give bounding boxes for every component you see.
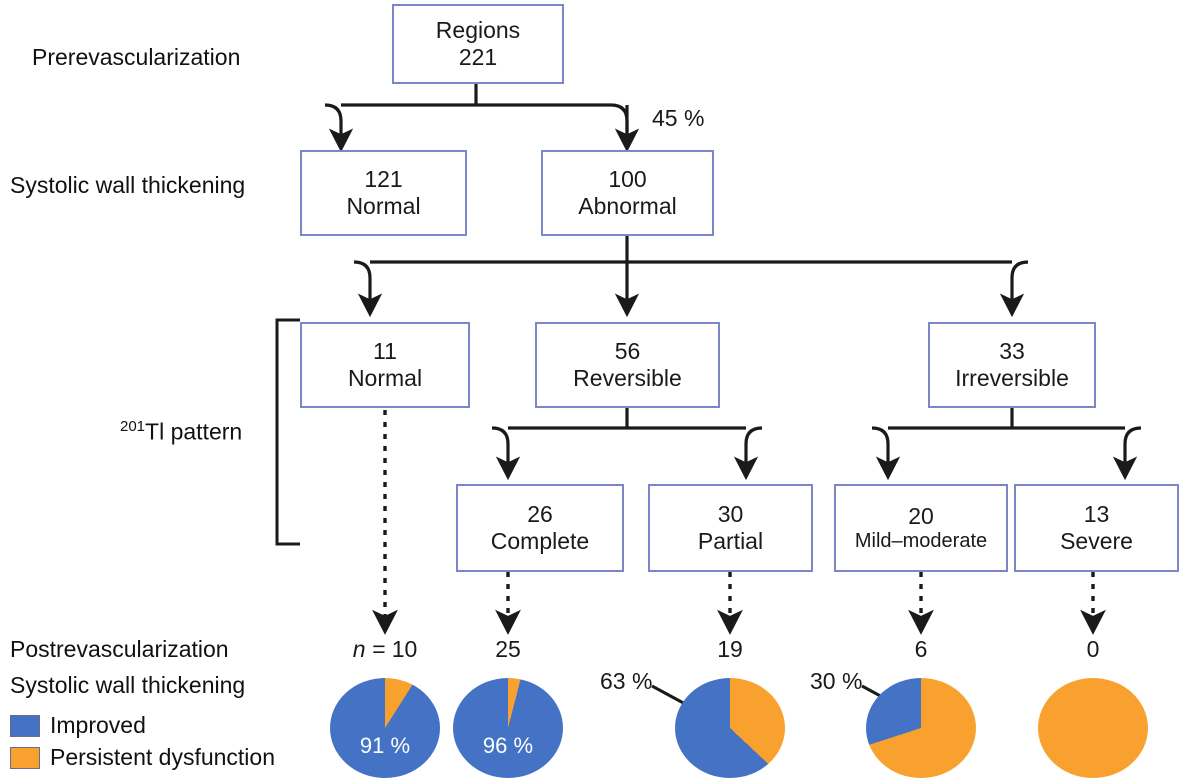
- node-abnormal-100-count: 100: [608, 165, 647, 192]
- row-label-postrevascularization: Postrevascularization: [10, 636, 229, 662]
- edge-irr-left: [871, 426, 901, 481]
- node-normal-121-count: 121: [364, 165, 403, 192]
- pie-severe-top-label: 0: [1086, 636, 1100, 662]
- row-label-tl-pattern: 201Tl pattern: [120, 418, 242, 446]
- pie-partial-outside-pct: 63 %: [600, 668, 653, 694]
- node-severe-13-label: Severe: [1060, 528, 1133, 554]
- tl-pattern-bracket: [275, 318, 300, 546]
- node-regions-count: 221: [458, 44, 498, 70]
- node-mild-moderate-20-count: 20: [908, 502, 934, 529]
- node-complete-26-count: 26: [527, 500, 553, 527]
- node-severe-13[interactable]: 13 Severe: [1014, 484, 1179, 572]
- node-reversible-56-count: 56: [614, 337, 641, 364]
- pie-complete-top-label: 25: [495, 636, 521, 662]
- edge-abn-left: [353, 260, 383, 318]
- pie-complete-inside-pct: 96 %: [482, 733, 534, 758]
- edge-rev-right: [733, 426, 763, 481]
- legend-swatch-persistent-dysfunction: [10, 746, 40, 769]
- node-normal-11-label: Normal: [347, 365, 423, 391]
- tl-isotope-superscript: 201: [120, 418, 146, 435]
- node-severe-13-count: 13: [1083, 500, 1110, 527]
- pie-mild-top-label: 6: [914, 636, 928, 662]
- node-regions[interactable]: Regions 221: [392, 4, 564, 84]
- edge-label-45-percent: 45 %: [652, 105, 705, 131]
- edge-abn-right: [999, 260, 1029, 318]
- edge-rev-left: [491, 426, 521, 481]
- pie-mild-outside-pct: 30 %: [810, 668, 863, 694]
- node-regions-title: Regions: [435, 16, 521, 43]
- node-normal-11[interactable]: 11 Normal: [300, 322, 470, 408]
- node-mild-moderate-20-label: Mild–moderate: [854, 529, 988, 552]
- legend-label-improved: Improved: [50, 712, 146, 738]
- pie-partial-top-label: 19: [717, 636, 743, 662]
- legend-item-improved: Improved: [10, 712, 146, 739]
- node-partial-30-count: 30: [717, 500, 744, 527]
- pie-normal-n-value: 10: [391, 636, 418, 662]
- row-label-systolic-wall-thickening-pre: Systolic wall thickening: [10, 172, 246, 198]
- pie-normal-n-prefix: n =: [352, 636, 386, 662]
- node-partial-30-label: Partial: [697, 528, 764, 554]
- legend-swatch-improved: [10, 714, 40, 737]
- row-label-prerevascularization: Prerevascularization: [32, 44, 241, 70]
- node-normal-11-count: 11: [373, 337, 397, 364]
- edge-irr-right: [1112, 426, 1142, 481]
- node-mild-moderate-20[interactable]: 20 Mild–moderate: [834, 484, 1008, 572]
- node-irreversible-33[interactable]: 33 Irreversible: [928, 322, 1096, 408]
- node-reversible-56-label: Reversible: [573, 365, 682, 391]
- node-abnormal-100[interactable]: 100 Abnormal: [541, 150, 714, 236]
- pie-partial: [675, 678, 785, 778]
- tl-pattern-text: Tl pattern: [145, 418, 243, 445]
- node-complete-26-label: Complete: [490, 528, 590, 554]
- node-partial-30[interactable]: 30 Partial: [648, 484, 813, 572]
- row-label-systolic-wall-thickening-post: Systolic wall thickening: [10, 672, 246, 698]
- node-irreversible-33-count: 33: [999, 337, 1025, 364]
- node-irreversible-33-label: Irreversible: [955, 365, 1069, 391]
- node-normal-121[interactable]: 121 Normal: [300, 150, 467, 236]
- node-complete-26[interactable]: 26 Complete: [456, 484, 624, 572]
- node-abnormal-100-label: Abnormal: [578, 193, 677, 219]
- node-normal-121-label: Normal: [346, 193, 421, 219]
- pie-severe: [1038, 678, 1148, 778]
- pie-complete: [453, 678, 563, 778]
- node-reversible-56[interactable]: 56 Reversible: [535, 322, 720, 408]
- edge-root-left-curve: [324, 103, 354, 153]
- pie-normal-top-label: n = 10: [335, 636, 435, 663]
- pie-mild-moderate: [866, 678, 976, 778]
- pie-normal: [330, 678, 440, 778]
- edge-root-bus: [341, 103, 629, 140]
- legend-label-persistent-dysfunction: Persistent dysfunction: [50, 744, 276, 770]
- pie-normal-inside-pct: 91 %: [359, 733, 411, 758]
- legend-item-persistent-dysfunction: Persistent dysfunction: [10, 744, 275, 771]
